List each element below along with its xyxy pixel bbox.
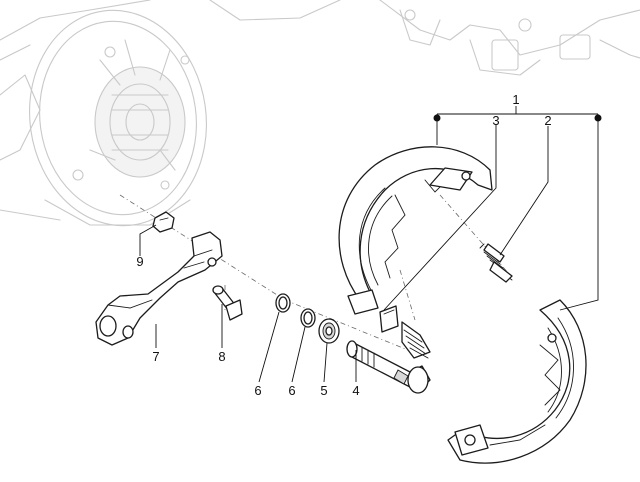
callout-7: 7 (152, 349, 159, 364)
callout-6a: 6 (254, 383, 261, 398)
brake-lever (95, 231, 223, 346)
seal-ring (318, 318, 340, 344)
engine-casing-ghost (0, 0, 207, 227)
retaining-clip (152, 211, 175, 233)
callout-3: 3 (492, 113, 499, 128)
leader-lines (139, 106, 599, 383)
bolt (212, 285, 243, 321)
bracket-dot-right (594, 114, 602, 122)
bracket-dot-left (433, 114, 441, 122)
spring-lower (379, 305, 431, 359)
return-spring (479, 243, 513, 283)
callout-9: 9 (136, 254, 143, 269)
callout-2: 2 (544, 113, 551, 128)
callout-5: 5 (320, 383, 327, 398)
washer-b (300, 308, 316, 328)
washer-a (275, 293, 291, 313)
upper-assembly-ghost (209, 0, 640, 76)
brake-shoe-upper (338, 146, 493, 315)
callout-1: 1 (512, 92, 519, 107)
callout-4: 4 (352, 383, 359, 398)
callout-8: 8 (218, 349, 225, 364)
brake-shoe-lower (447, 299, 587, 464)
callout-6b: 6 (288, 383, 295, 398)
cam-shaft (346, 340, 431, 394)
